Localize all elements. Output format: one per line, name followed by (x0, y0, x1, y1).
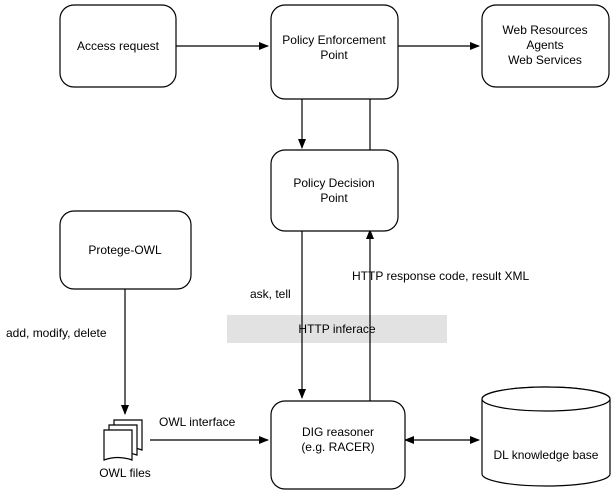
web-resources-line-2: Agents (526, 38, 563, 52)
protege-owl-node: Protege-OWL (59, 210, 192, 290)
pep-label-line-2: Point (320, 48, 348, 62)
pdp-label-line-2: Point (320, 191, 348, 205)
owl-interface-label: OWL interface (159, 415, 236, 429)
owl-files-icon (103, 419, 143, 461)
web-resources-line-3: Web Services (508, 53, 582, 67)
pep-label-line-1: Policy Enforcement (282, 33, 386, 47)
access-request-label: Access request (77, 39, 160, 53)
http-interface-band (227, 315, 447, 343)
web-resources-node: Web Resources Agents Web Services (481, 4, 610, 88)
http-response-label: HTTP response code, result XML (352, 269, 530, 283)
dig-reasoner-line-2: (e.g. RACER) (301, 440, 374, 454)
add-modify-delete-label: add, modify, delete (6, 326, 107, 340)
dl-knowledge-base-label: DL knowledge base (494, 448, 599, 462)
access-request-node: Access request (59, 4, 177, 88)
http-interface-label: HTTP inferace (298, 322, 375, 336)
dig-reasoner-line-1: DIG reasoner (302, 425, 374, 439)
dig-reasoner-node: DIG reasoner (e.g. RACER) (270, 400, 406, 490)
dl-knowledge-base-node: DL knowledge base (481, 386, 611, 487)
pdp-node: Policy Decision Point (270, 149, 399, 232)
pep-node: Policy Enforcement Point (270, 4, 399, 100)
owl-files-label: OWL files (99, 466, 151, 480)
web-resources-line-1: Web Resources (502, 23, 587, 37)
ask-tell-label: ask, tell (250, 287, 291, 301)
pdp-label-line-1: Policy Decision (293, 176, 374, 190)
protege-owl-label: Protege-OWL (88, 243, 162, 257)
